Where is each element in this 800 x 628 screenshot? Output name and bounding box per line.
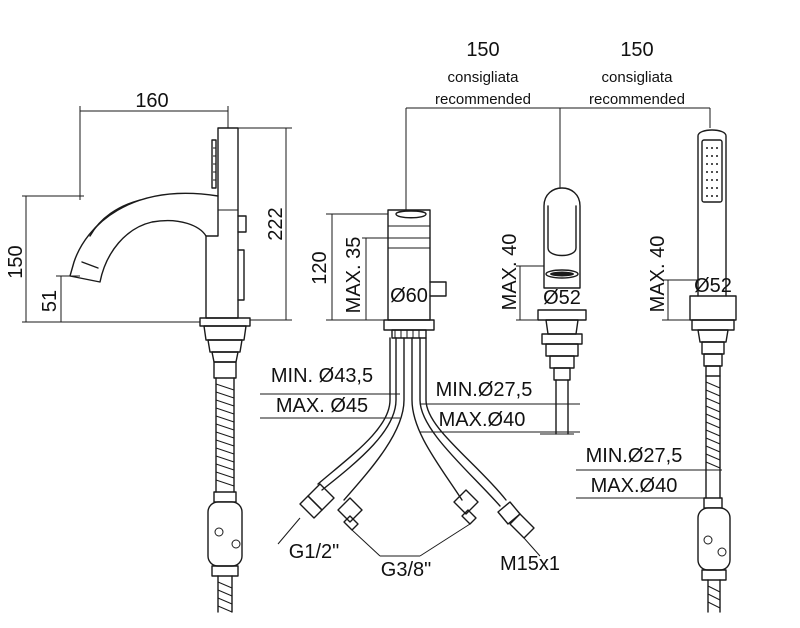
dim-min-27-5-b: MIN.Ø27,5: [586, 445, 683, 467]
dim-dia-52-shower: Ø52: [694, 275, 732, 297]
spacing-1-en: recommended: [435, 91, 531, 108]
dim-max-40-spout: MAX. 40: [499, 234, 521, 311]
spacing-2-en: recommended: [589, 91, 685, 108]
dim-51: 51: [39, 290, 61, 312]
spacing-2-value: 150: [620, 39, 653, 61]
dim-max-35: MAX. 35: [343, 237, 365, 314]
conn-m15: M15x1: [500, 553, 560, 575]
dim-160: 160: [135, 90, 168, 112]
dim-222: 222: [265, 207, 287, 240]
dim-min-27-5-a: MIN.Ø27,5: [436, 379, 533, 401]
recommended-spacing: 150 consigliata recommended 150 consigli…: [405, 39, 711, 210]
mixer-front-view: 120 MAX. 35 Ø60: [260, 209, 560, 581]
conn-g38: G3/8": [381, 559, 431, 581]
dim-150: 150: [5, 245, 27, 278]
hand-shower-view: MAX. 40 Ø52 MIN.Ø27,5 MAX.Ø40: [576, 129, 737, 613]
dim-max-40-a: MAX.Ø40: [439, 409, 526, 431]
dim-max-40-b: MAX.Ø40: [591, 475, 678, 497]
spray-nozzles-icon: [706, 147, 718, 197]
dim-max-40-shower: MAX. 40: [647, 236, 669, 313]
dim-max-45: MAX. Ø45: [276, 395, 368, 417]
spacing-1-it: consigliata: [448, 69, 520, 86]
dim-min-43-5: MIN. Ø43,5: [271, 365, 373, 387]
spout-view: MAX. 40 Ø52 MIN.Ø27,5 MAX.Ø40: [420, 187, 587, 435]
dim-dia-52-spout: Ø52: [543, 287, 581, 309]
dim-dia-60: Ø60: [390, 285, 428, 307]
spacing-2-it: consigliata: [602, 69, 674, 86]
spacing-1-value: 150: [466, 39, 499, 61]
dim-120: 120: [309, 251, 331, 284]
mixer-side-view: 160 222 150 51: [5, 90, 292, 613]
conn-g12: G1/2": [289, 541, 339, 563]
